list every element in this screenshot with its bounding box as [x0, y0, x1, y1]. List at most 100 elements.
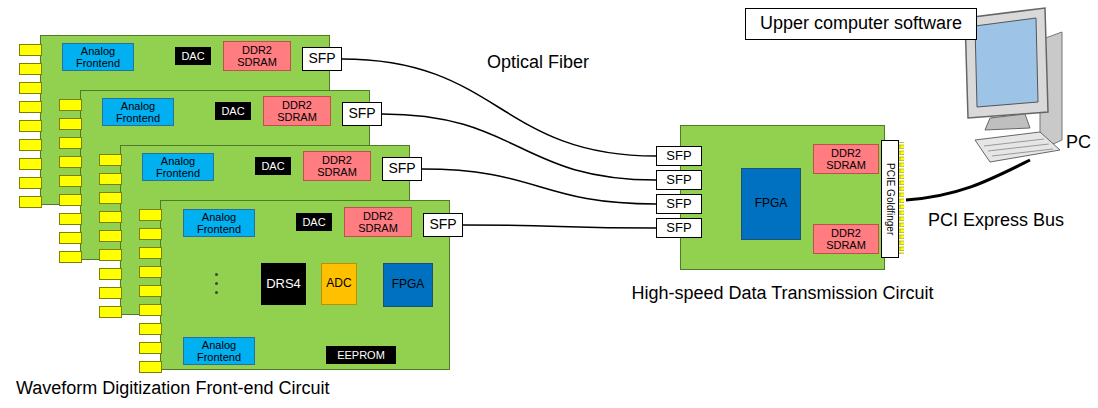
connector-pin [19, 196, 42, 208]
chip-label: DAC [179, 50, 206, 62]
chip-label: Analog Frontend [184, 211, 254, 235]
chip-label: DRS4 [264, 277, 303, 291]
connector-pin [139, 361, 162, 373]
chip-label: SFP [427, 217, 458, 232]
connector-pin [139, 323, 162, 335]
connector-pin [59, 156, 82, 168]
connector-pin [99, 287, 122, 299]
connector-pin [99, 211, 122, 223]
ddr-memory-chip: DDR2 SDRAM [813, 224, 879, 254]
pcie-cable [906, 160, 1030, 200]
ellipsis-dot [215, 291, 218, 294]
fpga-chip: FPGA [741, 168, 801, 240]
diagram-label: PCI Express Bus [926, 210, 1066, 231]
connector-pin [59, 137, 82, 149]
connector-pin [19, 120, 42, 132]
analog-frontend-chip: Analog Frontend [62, 43, 134, 71]
analog-frontend-chip: Analog Frontend [142, 153, 214, 181]
keyboard [975, 132, 1060, 162]
connector-pin [19, 82, 42, 94]
board-caption: Waveform Digitization Front-end Circuit [16, 379, 329, 399]
chip-label: SFP [346, 106, 377, 121]
dac-chip: DAC [215, 102, 251, 120]
connector-pin [99, 154, 122, 166]
connector-pin [19, 44, 42, 56]
connector-pin [59, 232, 82, 244]
connector-pin [99, 249, 122, 261]
connector-pin [19, 158, 42, 170]
connector-pin [99, 230, 122, 242]
sfp-module: SFP [656, 170, 702, 190]
connector-pin [139, 342, 162, 354]
pcie-goldfinger: PCIE Goldfinger [881, 140, 899, 258]
connector-pin [99, 173, 122, 185]
chip-label: DAC [300, 216, 327, 228]
chip-label: DDR2 SDRAM [345, 210, 411, 234]
monitor-stand [985, 114, 1030, 130]
chip-label: DAC [259, 160, 286, 172]
connector-pin [19, 139, 42, 151]
chip-label: DDR2 SDRAM [304, 154, 370, 178]
chip-label: ADC [324, 277, 353, 290]
chip-label: SFP [664, 197, 693, 211]
sfp-module: SFP [302, 47, 342, 71]
adc-chip: ADC [321, 263, 357, 305]
circuit-board: Waveform Digitization Front-end CircuitA… [160, 200, 450, 370]
optical-fiber [382, 114, 656, 180]
monitor-frame [965, 8, 1048, 118]
fpga-chip: FPGA [383, 263, 433, 307]
ellipsis-dot [215, 282, 218, 285]
ddr-memory-chip: DDR2 SDRAM [813, 144, 879, 174]
ddr-memory-chip: DDR2 SDRAM [263, 96, 331, 126]
connector-pin [139, 266, 162, 278]
connector-pin [59, 118, 82, 130]
connector-pin [19, 63, 42, 75]
chip-label: Analog Frontend [143, 155, 213, 179]
connector-pin [59, 251, 82, 263]
chip-label: FPGA [753, 197, 790, 210]
connector-pin [19, 101, 42, 113]
chip-label: Upper computer software [758, 14, 964, 34]
chip-label: FPGA [390, 278, 427, 291]
chip-label: Analog Frontend [103, 100, 173, 124]
sfp-module: SFP [342, 102, 382, 126]
chip-label: SFP [664, 149, 693, 163]
chip-label: SFP [306, 51, 337, 66]
connector-pin [59, 213, 82, 225]
circuit-board: High-speed Data Transmission CircuitSFPS… [680, 125, 885, 270]
sfp-module: SFP [656, 194, 702, 214]
connector-pin [139, 285, 162, 297]
chip-label: EEPROM [335, 349, 387, 361]
analog-frontend-chip: Analog Frontend [183, 209, 255, 237]
sfp-module: SFP [656, 146, 702, 166]
board-caption: High-speed Data Transmission Circuit [631, 284, 933, 304]
drs4-chip: DRS4 [261, 263, 306, 305]
connector-pin [139, 209, 162, 221]
dac-chip: DAC [255, 157, 291, 175]
connector-pin [19, 177, 42, 189]
optical-fiber [342, 59, 656, 156]
optical-fiber [422, 169, 656, 204]
ellipsis-dot [215, 273, 218, 276]
connector-pin [139, 247, 162, 259]
connector-pin [139, 304, 162, 316]
optical-fiber [463, 225, 656, 228]
eeprom-chip: EEPROM [326, 346, 396, 364]
connector-pin [59, 175, 82, 187]
goldfinger-label: PCIE Goldfinger [885, 163, 896, 235]
diagram-label: Optical Fiber [485, 52, 591, 73]
connector-pin [99, 306, 122, 318]
connector-pin [139, 228, 162, 240]
sfp-module: SFP [656, 218, 702, 238]
chip-label: Analog Frontend [184, 339, 254, 363]
monitor-screen [975, 18, 1038, 107]
connector-pin [59, 99, 82, 111]
chip-label: SFP [664, 221, 693, 235]
chip-label: DDR2 SDRAM [814, 227, 878, 251]
software-callout: Upper computer software [745, 8, 977, 40]
sfp-module: SFP [423, 213, 463, 237]
chip-label: SFP [386, 161, 417, 176]
ddr-memory-chip: DDR2 SDRAM [223, 41, 291, 71]
analog-frontend-chip: Analog Frontend [183, 337, 255, 365]
keyboard-keys [984, 139, 1053, 156]
